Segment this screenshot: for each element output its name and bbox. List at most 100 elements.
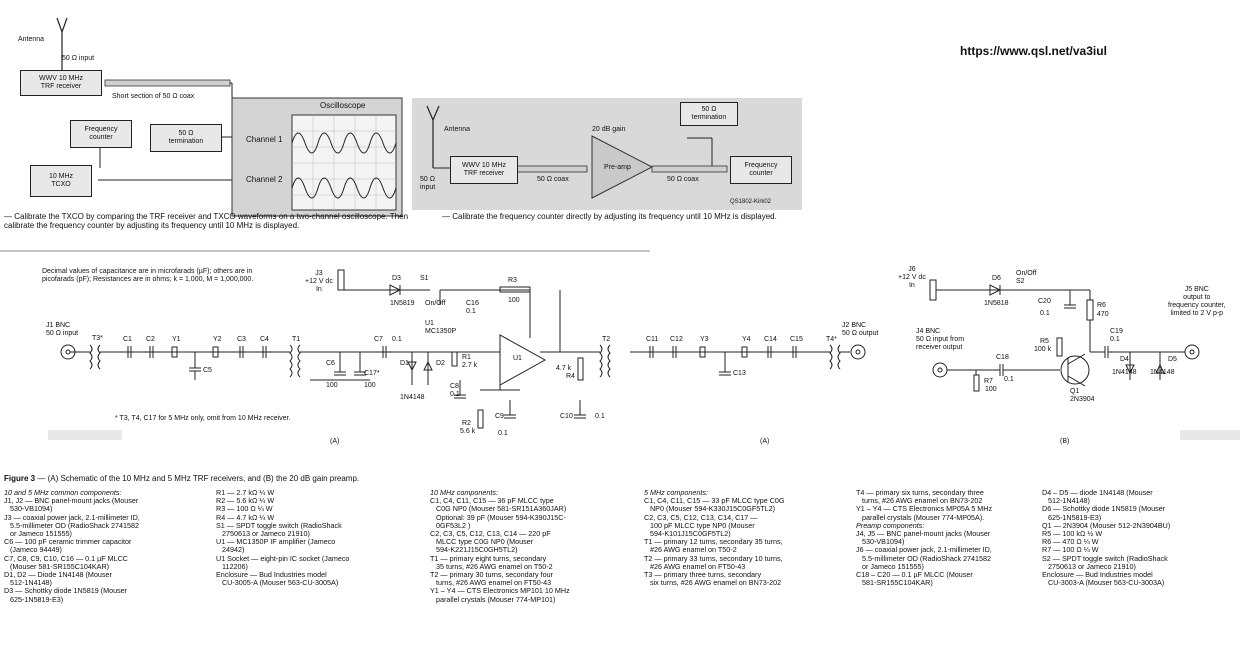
r5-value: 100 k bbox=[1034, 346, 1052, 353]
parts-line: C1, C4, C11, C15 — 33 pF MLCC type C0G bbox=[644, 496, 785, 506]
parts-line: parallel crystals (Mouser 774-MP05A). bbox=[856, 512, 985, 522]
input-label-2: 50 Ω input bbox=[420, 176, 436, 191]
parts-line: J1, J2 — BNC panel-mount jacks (Mouser bbox=[4, 496, 139, 506]
parts-line: Preamp components: bbox=[856, 520, 925, 530]
top-mid-caption: — Calibrate the frequency counter direct… bbox=[442, 212, 777, 221]
parts-line: R2 — 5.6 kΩ ¼ W bbox=[216, 496, 275, 506]
parts-line: C0G NP0 (Mouser 581-SR151A360JAR) bbox=[430, 504, 567, 514]
parts-line: C18 – C20 — 0.1 µF MLCC (Mouser bbox=[856, 570, 973, 580]
c16-value: 0.1 bbox=[466, 308, 476, 315]
parts-column-4: 5 MHz components: C1, C4, C11, C15 — 33 … bbox=[644, 488, 785, 587]
parts-line: parallel crystals (Mouser 774-MP101) bbox=[430, 594, 556, 604]
parts-line: R6 — 470 Ω ¼ W bbox=[1042, 537, 1099, 547]
gain-label: 20 dB gain bbox=[592, 126, 626, 133]
parts-line: 24942) bbox=[216, 545, 245, 555]
c4-label: C4 bbox=[260, 336, 269, 343]
r2-value: 5.6 k bbox=[460, 428, 476, 435]
figure-caption: Figure 3 — (A) Schematic of the 10 MHz a… bbox=[4, 474, 359, 483]
d3-label: D3 bbox=[392, 275, 401, 282]
parts-line: MLCC type C0G NP0 (Mouser bbox=[430, 537, 534, 547]
d4-part: 1N4148 bbox=[1112, 369, 1137, 376]
coax-label: Short section of 50 Ω coax bbox=[112, 93, 195, 100]
c1-label: C1 bbox=[123, 336, 132, 343]
parts-line: 2750613 or Jameco 21910) bbox=[1042, 561, 1136, 571]
parts-line: 512-1N4148) bbox=[1042, 496, 1090, 506]
y3-label: Y3 bbox=[700, 336, 709, 343]
parts-line: T4 — primary six turns, secondary three bbox=[856, 488, 984, 497]
top-left-caption: — Calibrate the TXCO by comparing the TR… bbox=[4, 212, 409, 230]
parts-line: R3 — 100 Ω ¼ W bbox=[216, 504, 273, 514]
termination-box-2: 50 Ω termination bbox=[680, 102, 738, 126]
j2-label: J2 BNC 50 Ω output bbox=[842, 322, 879, 337]
t4-label: T4* bbox=[826, 336, 837, 343]
parts-line: 530-VB1094) bbox=[856, 537, 905, 547]
r1-value: 2.7 k bbox=[462, 362, 478, 369]
parts-line: C2, C3, C5, C12, C13, C14, C17 — bbox=[644, 512, 758, 522]
c9-label: C9 bbox=[495, 413, 504, 420]
r3-value: 100 bbox=[508, 297, 520, 304]
parts-column-1: 10 and 5 MHz common components: J1, J2 —… bbox=[4, 488, 140, 604]
parts-line: 0GF53L2 ) bbox=[430, 520, 471, 530]
d5-part: 1N4148 bbox=[1150, 369, 1175, 376]
trf-receiver-box: WWV 10 MHz TRF receiver bbox=[20, 70, 102, 96]
d4-label: D4 bbox=[1120, 356, 1129, 363]
parts-line: 35 turns, #26 AWG enamel on T50-2 bbox=[430, 561, 553, 571]
u1-body-label: U1 bbox=[513, 355, 522, 362]
j5-label: J5 BNC output to frequency counter, limi… bbox=[1168, 286, 1226, 317]
top-left-wiring bbox=[56, 17, 403, 217]
c7-label: C7 bbox=[374, 336, 383, 343]
redaction-box-2 bbox=[1180, 430, 1240, 440]
parts-line: T3 — primary three turns, secondary bbox=[644, 570, 762, 580]
c8-value: 0.1 bbox=[450, 391, 460, 398]
parts-line: or Jameco 151555) bbox=[856, 561, 924, 571]
parts-line: turns, #26 AWG enamel on FT50-43 bbox=[430, 578, 552, 588]
y4-label: Y4 bbox=[742, 336, 751, 343]
source-url: https://www.qsl.net/va3iul bbox=[960, 44, 1107, 58]
parts-line: 594-K221J15C0GH5TL2) bbox=[430, 545, 518, 555]
parts-line: S2 — SPDT toggle switch (RadioShack bbox=[1042, 553, 1168, 563]
c9-value: 0.1 bbox=[498, 430, 508, 437]
r7-value: 100 bbox=[985, 386, 997, 393]
j3-label: J3 +12 V dc In bbox=[305, 270, 333, 293]
s1-label: S1 bbox=[420, 275, 429, 282]
coax-label-2: 50 Ω coax bbox=[667, 176, 699, 183]
parts-list: 10 and 5 MHz common components: J1, J2 —… bbox=[4, 488, 1252, 647]
t1-label: T1 bbox=[292, 336, 301, 343]
oscilloscope-label: Oscilloscope bbox=[320, 101, 366, 110]
c13-label: C13 bbox=[733, 370, 746, 377]
d1-d2-part: 1N4148 bbox=[400, 394, 425, 401]
q1-label: Q1 2N3904 bbox=[1070, 388, 1095, 403]
parts-line: 10 MHz components: bbox=[430, 488, 498, 497]
parts-line: 512-1N4148) bbox=[4, 578, 52, 588]
parts-line: C6 — 100 pF ceramic trimmer capacitor bbox=[4, 537, 132, 547]
parts-column-3: 10 MHz components: C1, C4, C11, C15 — 36… bbox=[430, 488, 570, 604]
parts-column-5: T4 — primary six turns, secondary three … bbox=[856, 488, 992, 587]
parts-line: U1 — MC1350P IF amplifier (Jameco bbox=[216, 537, 336, 547]
redaction-box-1 bbox=[48, 430, 122, 440]
figure-caption-label: Figure 3 bbox=[4, 474, 36, 483]
parts-line: CU-3005-A (Mouser 563-CU-3005A) bbox=[216, 578, 339, 588]
r2-label: R2 bbox=[462, 420, 471, 427]
antenna-label-2: Antenna bbox=[444, 126, 471, 133]
parts-line: S1 — SPDT toggle switch (RadioShack bbox=[216, 520, 342, 530]
c3-label: C3 bbox=[237, 336, 246, 343]
c19-value: 0.1 bbox=[1110, 336, 1120, 343]
t3-label: T3* bbox=[92, 335, 103, 342]
j6-label: J6 +12 V dc In bbox=[898, 266, 926, 289]
parts-line: or Jameco 151555) bbox=[4, 529, 72, 539]
parts-line: D3 — Schottky diode 1N5819 (Mouser bbox=[4, 586, 128, 596]
r3-label: R3 bbox=[508, 277, 517, 284]
c12-label: C12 bbox=[670, 336, 683, 343]
parts-line: D6 — Schottky diode 1N5819 (Mouser bbox=[1042, 504, 1166, 514]
y2-label: Y2 bbox=[213, 336, 222, 343]
c5-label: C5 bbox=[203, 367, 212, 374]
r4-label: R4 bbox=[566, 373, 575, 380]
j4-label: J4 BNC 50 Ω input from receiver output bbox=[916, 328, 965, 351]
channel-2-label: Channel 2 bbox=[246, 175, 283, 184]
c7-value: 0.1 bbox=[392, 336, 402, 343]
c20-value: 0.1 bbox=[1040, 310, 1050, 317]
figure-caption-text: — (A) Schematic of the 10 MHz and 5 MHz … bbox=[35, 474, 360, 483]
parts-line: Y1 – Y4 — CTS Electronics MP101 10 MHz bbox=[430, 586, 570, 596]
parts-line: 625-1N5819-E3) bbox=[1042, 512, 1102, 522]
r6-label: R6 bbox=[1097, 302, 1106, 309]
